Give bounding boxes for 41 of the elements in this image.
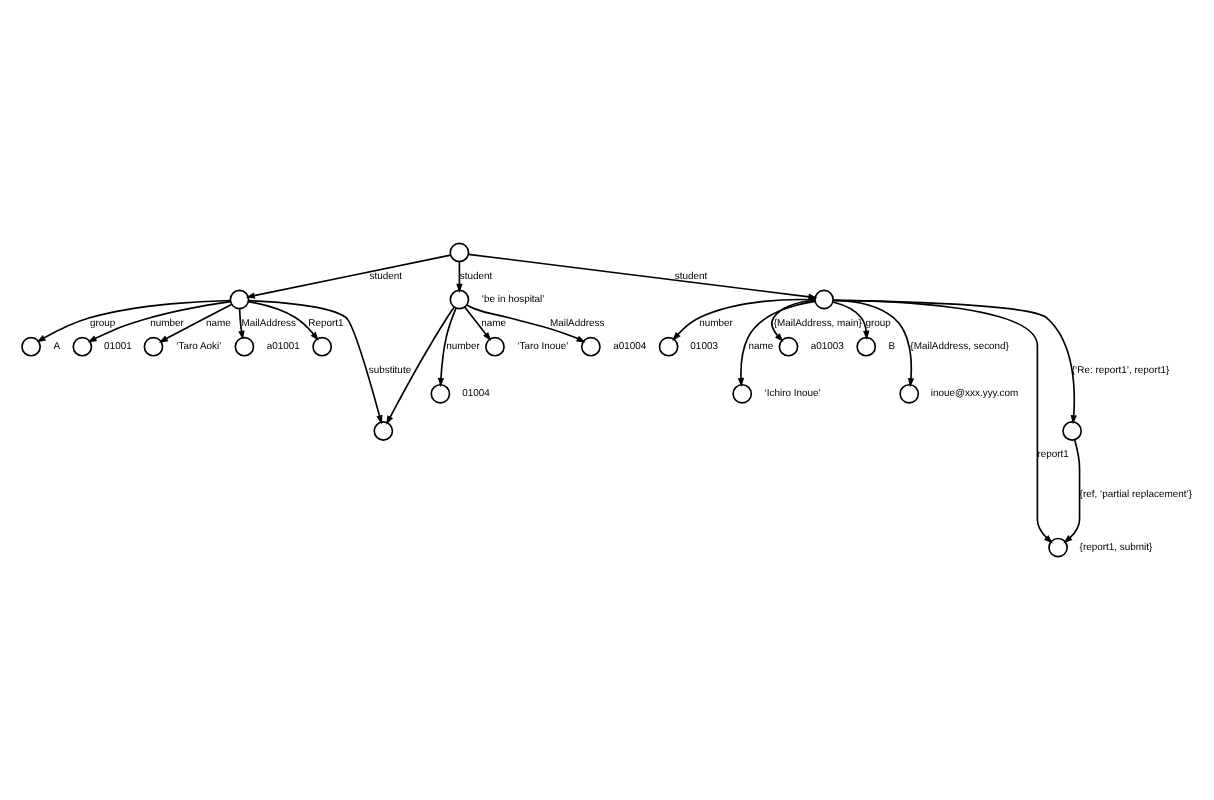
node-circle bbox=[373, 421, 394, 441]
node-circle bbox=[856, 336, 877, 357]
arrow bbox=[247, 300, 319, 341]
node-circle bbox=[21, 336, 41, 357]
node-circle bbox=[449, 242, 470, 263]
node-circle bbox=[899, 383, 920, 404]
arrow bbox=[87, 300, 232, 343]
node-circle bbox=[449, 289, 470, 310]
node-circle bbox=[229, 289, 250, 310]
node-circle bbox=[658, 336, 679, 357]
arrow bbox=[158, 303, 233, 343]
node-circle bbox=[143, 336, 164, 357]
node-circle bbox=[430, 383, 451, 404]
arrow bbox=[463, 306, 492, 342]
arrow bbox=[36, 299, 231, 343]
arrow bbox=[467, 253, 818, 300]
node-circle bbox=[1048, 537, 1068, 558]
arrow bbox=[465, 304, 586, 343]
arrow bbox=[832, 299, 1053, 544]
node-circle bbox=[814, 289, 834, 310]
arrow bbox=[1063, 439, 1081, 544]
node-circle bbox=[580, 336, 601, 357]
arrow bbox=[245, 254, 452, 299]
node-circle bbox=[732, 383, 753, 404]
arrow bbox=[456, 260, 463, 293]
node-circle bbox=[72, 336, 93, 357]
node-circle bbox=[312, 336, 333, 357]
arrow bbox=[437, 307, 457, 388]
arrow bbox=[238, 307, 245, 340]
arrow bbox=[672, 298, 816, 341]
arrow bbox=[832, 301, 870, 340]
arrow bbox=[737, 300, 816, 388]
arrow bbox=[247, 299, 383, 425]
node-circle bbox=[485, 336, 505, 357]
arrow bbox=[832, 299, 1077, 425]
arrow bbox=[386, 306, 455, 425]
node-circle bbox=[234, 336, 255, 357]
arrow bbox=[771, 299, 816, 342]
node-circle bbox=[1062, 421, 1083, 441]
node-circle bbox=[778, 336, 799, 357]
arrow bbox=[832, 299, 915, 388]
